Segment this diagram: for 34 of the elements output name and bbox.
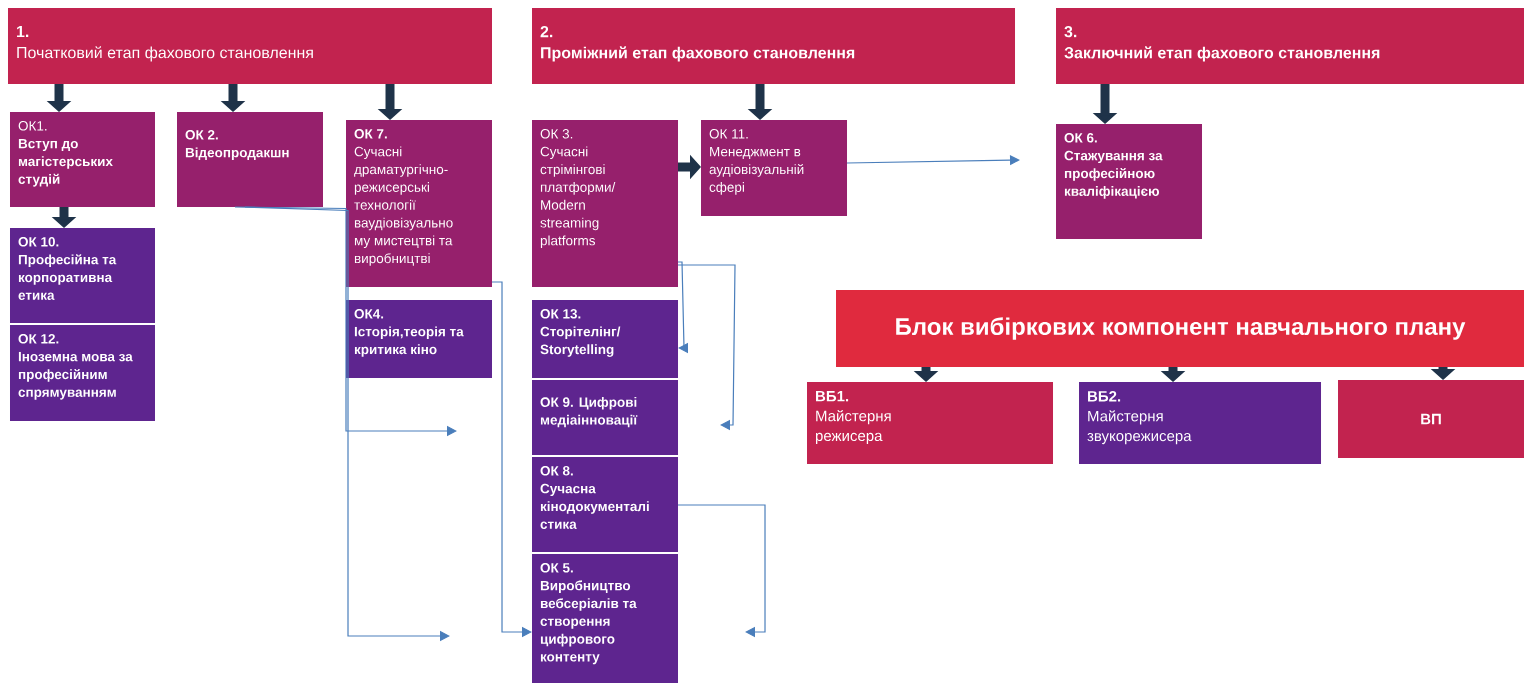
course-box: ОК 11. Менеджмент в аудіовізуальній сфері [701,120,847,216]
course-box: ОК 3. Сучасні стрімінгові платформи/ Modern streaming platforms [532,120,678,287]
node-label: ОК 10. [18,237,59,247]
node-label: ОК 13. [540,309,581,319]
course-box: ОК 10. Професійна та корпоративна етика [10,228,155,323]
block-header: Блок вибіркових компонент навчального плану [836,290,1524,367]
node-label: ОК 9. Цифрові медіаінновації [540,397,638,428]
stage-header: 3. Заключний етап фахового становлення [1056,8,1524,84]
course-box: ОК 12. Іноземна мова за професійним спрямуванням [10,325,155,421]
node-label: ОК 5. [540,563,573,573]
elective-box: ВБ2. Майстерня звукорежисера [1079,382,1321,464]
node-label: Виробництво вебсеріалів та створення цифрового контенту [540,580,637,665]
course-box: ОК 8. Сучасна кінодокументалі стика [532,457,678,552]
course-box: ОК 6. Стажування за професійною кваліфікацією [1056,124,1202,239]
node-label: Іноземна мова за професійним спрямуванням [18,351,133,400]
elective-box: ВП [1338,380,1524,458]
stage-header: 1. Початковий етап фахового становлення [8,8,492,84]
arrow [677,264,736,431]
node-label: ОК 8. [540,466,573,476]
elective-box: ВБ1. Майстерня режисера [807,382,1053,464]
node-label: Професійна та корпоративна етика [18,254,117,300]
node-label: Сучасна кінодокументалі стика [540,483,649,529]
course-box: ОК 7. Сучасні драматургічно-режисерські технології ваудіовізуально му мистецтві та виробництві [346,120,492,287]
course-box: ОК 13. Сторітелінг/ Storytelling [532,300,678,378]
stage-header: 2. Проміжний етап фахового становлення [532,8,1015,84]
arrow [677,504,766,638]
course-box: ОК 2. Відеопродакшн [177,112,323,207]
course-box: ОК1. Вступ до магістерських студій [10,112,155,207]
course-box: ОК4. Історія,теорія та критика кіно [346,300,492,378]
course-box: ОК 9. Цифрові медіаінновації [532,380,678,455]
course-box: ОК 5. Виробництво вебсеріалів та створення цифрового контенту [532,554,678,683]
node-label: Сторітелінг/ Storytelling [540,326,621,357]
node-label: ОК 12. [18,334,59,344]
arrow [677,261,689,354]
